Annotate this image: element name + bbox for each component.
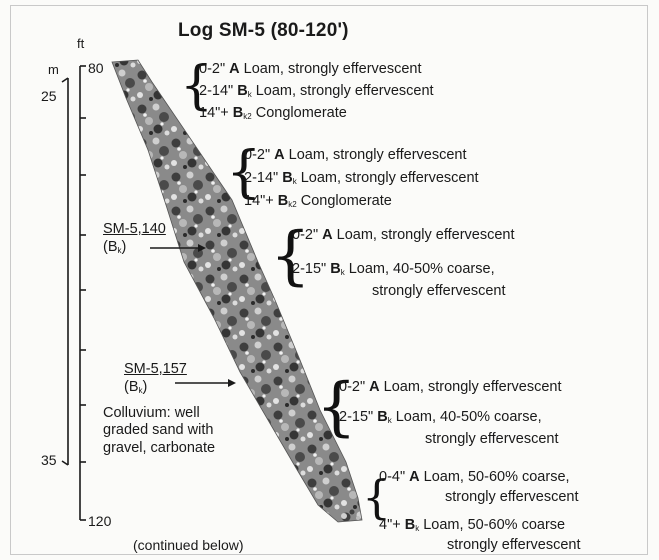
horizon-1-line-2: 2-14" Bk Loam, strongly effervescent: [199, 83, 434, 99]
m-lower-label: 35: [41, 452, 57, 468]
sample-arrow-140-head: [198, 244, 206, 252]
horizon-2-line-2: 2-14" Bk Loam, strongly effervescent: [244, 170, 479, 186]
horizon-1-line-1: 0-2" A Loam, strongly effervescent: [199, 61, 422, 77]
sample-id-140: SM-5,140: [103, 221, 166, 237]
horizon-4-line-3: strongly effervescent: [425, 431, 559, 447]
sample-arrow-157-head: [228, 379, 236, 387]
sample-id-157: SM-5,157: [124, 361, 187, 377]
horizon-5-line-3: 4"+ Bk Loam, 50-60% coarse: [379, 517, 566, 533]
horizon-5-line-4: strongly effervescent: [447, 537, 581, 553]
horizon-4-line-1: 0-2" A Loam, strongly effervescent: [339, 379, 562, 395]
sample-horizon-157: (Bk): [124, 379, 148, 396]
loose-clast: [341, 513, 347, 519]
horizon-3-line-1: 0-2" A Loam, strongly effervescent: [292, 227, 515, 243]
horizon-brace-2: {: [226, 140, 262, 205]
colluvium-note: Colluvium: well graded sand with gravel,…: [103, 405, 216, 456]
figure-title: Log SM-5 (80-120'): [178, 20, 349, 41]
horizon-brace-1: {: [180, 56, 214, 116]
horizon-2-line-3: 14"+ Bk2 Conglomerate: [244, 193, 392, 209]
horizon-brace-3: {: [270, 219, 311, 293]
loose-clast: [356, 516, 360, 520]
figure-frame: [10, 5, 648, 555]
horizon-brace-4: {: [316, 370, 357, 444]
sample-label-157: SM-5,157 (Bk): [124, 360, 187, 396]
m-upper-label: 25: [41, 88, 57, 104]
sample-label-140: SM-5,140 (Bk): [103, 220, 166, 256]
horizon-3-line-2: 2-15" Bk Loam, 40-50% coarse,: [292, 261, 495, 277]
horizon-4-line-2: 2-15" Bk Loam, 40-50% coarse,: [339, 409, 542, 425]
unit-m-label: m: [48, 62, 59, 77]
ft-top-label: 80: [88, 60, 104, 76]
unit-ft-label: ft: [77, 36, 85, 51]
horizon-brace-5: {: [362, 470, 392, 524]
loose-clast: [349, 509, 355, 515]
ft-bottom-label: 120: [88, 513, 112, 529]
horizon-2-line-1: 0-2" A Loam, strongly effervescent: [244, 147, 467, 163]
horizon-3-line-3: strongly effervescent: [372, 283, 506, 299]
sample-horizon-140: (Bk): [103, 239, 127, 256]
horizon-5-line-1: 0-4" A Loam, 50-60% coarse,: [379, 469, 570, 485]
horizon-1-line-3: 14"+ Bk2 Conglomerate: [199, 105, 347, 121]
depth-scale: [61, 65, 86, 521]
outcrop-column: [111, 59, 363, 523]
continued-label: (continued below): [133, 537, 244, 553]
horizon-5-line-2: strongly effervescent: [445, 489, 579, 505]
